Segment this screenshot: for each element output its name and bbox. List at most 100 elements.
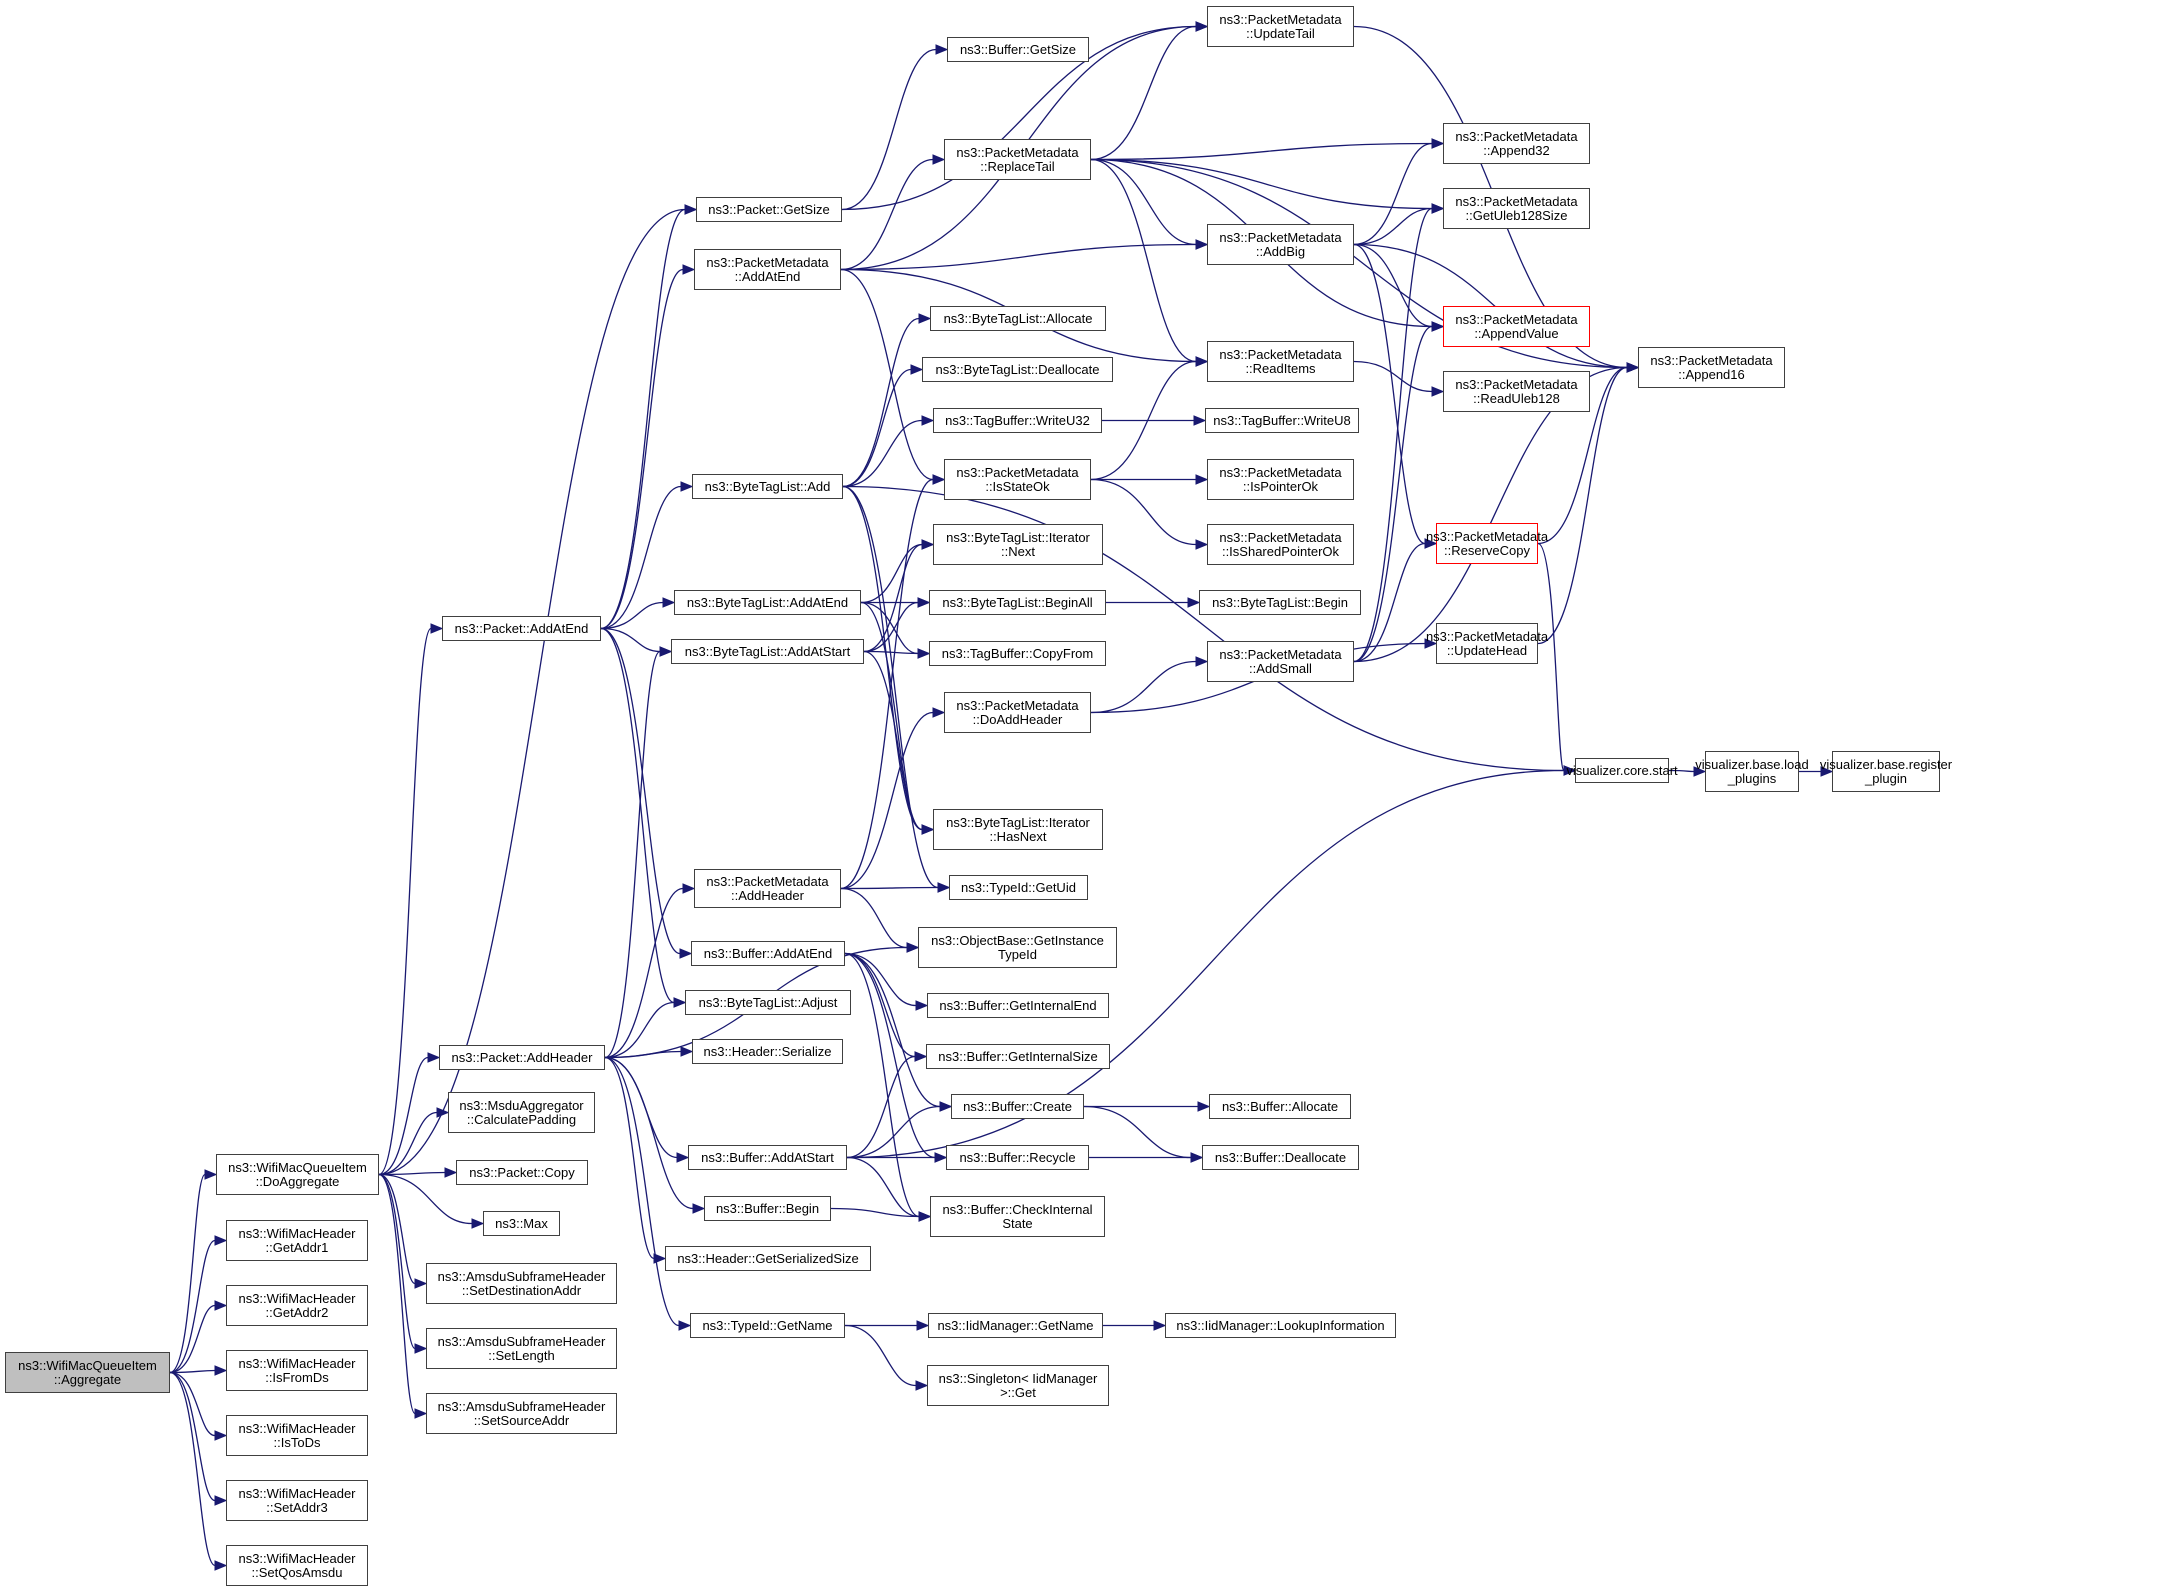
graph-node-btl-begin-all[interactable]: ns3::ByteTagList::BeginAll bbox=[929, 590, 1106, 615]
call-edge bbox=[860, 543, 923, 604]
graph-node-btl-adjust[interactable]: ns3::ByteTagList::Adjust bbox=[685, 990, 851, 1015]
arrowhead-icon bbox=[921, 539, 935, 550]
graph-node-pm-append-value[interactable]: ns3::PacketMetadata ::AppendValue bbox=[1443, 306, 1590, 347]
graph-node-ob-get-inst-tid[interactable]: ns3::ObjectBase::GetInstance TypeId bbox=[918, 927, 1117, 968]
arrowhead-icon bbox=[427, 1052, 441, 1063]
graph-node-set-qos-amsdu[interactable]: ns3::WifiMacHeader ::SetQosAmsdu bbox=[226, 1545, 368, 1586]
graph-node-buf-allocate[interactable]: ns3::Buffer::Allocate bbox=[1209, 1094, 1351, 1119]
graph-node-viz-start[interactable]: visualizer.core.start bbox=[1566, 758, 1678, 783]
graph-node-pm-update-tail[interactable]: ns3::PacketMetadata ::UpdateTail bbox=[1207, 6, 1354, 47]
arrowhead-icon bbox=[1626, 362, 1640, 373]
arrowhead-icon bbox=[214, 1430, 228, 1441]
graph-node-set-src[interactable]: ns3::AmsduSubframeHeader ::SetSourceAddr bbox=[426, 1393, 617, 1434]
graph-node-pm-add-header[interactable]: ns3::PacketMetadata ::AddHeader bbox=[694, 869, 841, 908]
call-edge bbox=[1353, 360, 1433, 393]
call-edge bbox=[1353, 243, 1433, 328]
graph-node-buf-begin[interactable]: ns3::Buffer::Begin bbox=[704, 1196, 831, 1221]
graph-node-set-addr3[interactable]: ns3::WifiMacHeader ::SetAddr3 bbox=[226, 1480, 368, 1521]
graph-node-btl-it-next[interactable]: ns3::ByteTagList::Iterator ::Next bbox=[933, 524, 1103, 565]
arrowhead-icon bbox=[916, 1320, 930, 1331]
graph-node-pm-is-shared-ptr-ok[interactable]: ns3::PacketMetadata ::IsSharedPointerOk bbox=[1207, 524, 1354, 565]
graph-node-tb-copy-from[interactable]: ns3::TagBuffer::CopyFrom bbox=[929, 641, 1106, 666]
graph-node-tb-write-u32[interactable]: ns3::TagBuffer::WriteU32 bbox=[933, 408, 1102, 433]
graph-node-pkt-add-header[interactable]: ns3::Packet::AddHeader bbox=[439, 1045, 605, 1070]
graph-node-pm-is-pointer-ok[interactable]: ns3::PacketMetadata ::IsPointerOk bbox=[1207, 459, 1354, 500]
graph-node-btl-add-at-start[interactable]: ns3::ByteTagList::AddAtStart bbox=[671, 639, 864, 664]
arrowhead-icon bbox=[214, 1365, 228, 1376]
call-edge bbox=[844, 952, 936, 1159]
graph-node-get-addr1[interactable]: ns3::WifiMacHeader ::GetAddr1 bbox=[226, 1220, 368, 1261]
call-edge bbox=[169, 1173, 206, 1374]
graph-node-buf-create[interactable]: ns3::Buffer::Create bbox=[951, 1094, 1084, 1119]
graph-node-pm-add-big[interactable]: ns3::PacketMetadata ::AddBig bbox=[1207, 224, 1354, 265]
graph-node-btl-add-at-end[interactable]: ns3::ByteTagList::AddAtEnd bbox=[674, 590, 861, 615]
graph-node-pm-read-items[interactable]: ns3::PacketMetadata ::ReadItems bbox=[1207, 341, 1354, 382]
arrowhead-icon bbox=[1693, 766, 1707, 777]
graph-node-set-dest[interactable]: ns3::AmsduSubframeHeader ::SetDestinatio… bbox=[426, 1263, 617, 1304]
graph-node-pm-do-add-header[interactable]: ns3::PacketMetadata ::DoAddHeader bbox=[944, 692, 1091, 733]
graph-node-pkt-add-at-end[interactable]: ns3::Packet::AddAtEnd bbox=[442, 616, 601, 641]
graph-node-tid-get-uid[interactable]: ns3::TypeId::GetUid bbox=[949, 875, 1088, 900]
arrowhead-icon bbox=[932, 154, 946, 165]
arrowhead-icon bbox=[678, 1320, 692, 1331]
graph-node-buf-get-size[interactable]: ns3::Buffer::GetSize bbox=[947, 37, 1089, 62]
graph-node-buf-check-int[interactable]: ns3::Buffer::CheckInternal State bbox=[930, 1196, 1105, 1237]
graph-node-tid-get-name[interactable]: ns3::TypeId::GetName bbox=[690, 1313, 845, 1338]
graph-node-pm-replace-tail[interactable]: ns3::PacketMetadata ::ReplaceTail bbox=[944, 139, 1091, 180]
graph-node-set-length[interactable]: ns3::AmsduSubframeHeader ::SetLength bbox=[426, 1328, 617, 1369]
arrowhead-icon bbox=[1197, 1101, 1211, 1112]
graph-node-pkt-get-size[interactable]: ns3::Packet::GetSize bbox=[696, 197, 842, 222]
graph-node-buf-recycle[interactable]: ns3::Buffer::Recycle bbox=[946, 1145, 1089, 1170]
graph-node-buf-deallocate[interactable]: ns3::Buffer::Deallocate bbox=[1202, 1145, 1359, 1170]
graph-node-get-addr2[interactable]: ns3::WifiMacHeader ::GetAddr2 bbox=[226, 1285, 368, 1326]
graph-node-singleton-get[interactable]: ns3::Singleton< IidManager >::Get bbox=[927, 1365, 1109, 1406]
arrowhead-icon bbox=[659, 646, 673, 657]
graph-node-do-aggregate[interactable]: ns3::WifiMacQueueItem ::DoAggregate bbox=[216, 1154, 379, 1195]
graph-node-is-to-ds[interactable]: ns3::WifiMacHeader ::IsToDs bbox=[226, 1415, 368, 1456]
arrowhead-icon bbox=[934, 1152, 948, 1163]
call-edge bbox=[840, 887, 908, 949]
graph-node-buf-add-at-start[interactable]: ns3::Buffer::AddAtStart bbox=[688, 1145, 847, 1170]
arrowhead-icon bbox=[932, 707, 946, 718]
arrowhead-icon bbox=[1820, 766, 1834, 777]
graph-node-btl-deallocate[interactable]: ns3::ByteTagList::Deallocate bbox=[922, 357, 1113, 382]
graph-node-calc-padding[interactable]: ns3::MsduAggregator ::CalculatePadding bbox=[448, 1092, 595, 1133]
call-edge bbox=[604, 887, 684, 1059]
graph-node-iid-get-name[interactable]: ns3::IidManager::GetName bbox=[928, 1313, 1103, 1338]
call-edge bbox=[842, 485, 939, 889]
graph-node-viz-load[interactable]: visualizer.base.load _plugins bbox=[1695, 751, 1809, 792]
graph-node-pm-append16[interactable]: ns3::PacketMetadata ::Append16 bbox=[1638, 347, 1785, 388]
graph-node-pm-reserve-copy[interactable]: ns3::PacketMetadata ::ReserveCopy bbox=[1426, 523, 1548, 564]
arrowhead-icon bbox=[1153, 1320, 1167, 1331]
graph-node-buf-get-int-end[interactable]: ns3::Buffer::GetInternalEnd bbox=[927, 993, 1109, 1018]
graph-node-pm-update-head[interactable]: ns3::PacketMetadata ::UpdateHead bbox=[1426, 623, 1548, 664]
graph-node-iid-lookup[interactable]: ns3::IidManager::LookupInformation bbox=[1165, 1313, 1396, 1338]
graph-node-is-from-ds[interactable]: ns3::WifiMacHeader ::IsFromDs bbox=[226, 1350, 368, 1391]
graph-node-btl-begin[interactable]: ns3::ByteTagList::Begin bbox=[1199, 590, 1361, 615]
graph-node-pm-add-at-end[interactable]: ns3::PacketMetadata ::AddAtEnd bbox=[694, 249, 841, 290]
graph-node-pm-is-state-ok[interactable]: ns3::PacketMetadata ::IsStateOk bbox=[944, 459, 1091, 500]
graph-node-viz-register[interactable]: visualizer.base.register _plugin bbox=[1820, 751, 1952, 792]
graph-node-hdr-get-ser-size[interactable]: ns3::Header::GetSerializedSize bbox=[665, 1246, 871, 1271]
arrowhead-icon bbox=[676, 1152, 690, 1163]
graph-node-aggregate[interactable]: ns3::WifiMacQueueItem ::Aggregate bbox=[5, 1352, 170, 1393]
graph-node-pm-get-uleb[interactable]: ns3::PacketMetadata ::GetUleb128Size bbox=[1443, 188, 1590, 229]
graph-node-max[interactable]: ns3::Max bbox=[483, 1211, 560, 1236]
graph-node-pkt-copy[interactable]: ns3::Packet::Copy bbox=[456, 1160, 588, 1185]
graph-node-pm-read-uleb[interactable]: ns3::PacketMetadata ::ReadUleb128 bbox=[1443, 371, 1590, 412]
arrowhead-icon bbox=[1195, 539, 1209, 550]
graph-node-buf-add-at-end[interactable]: ns3::Buffer::AddAtEnd bbox=[691, 941, 845, 966]
graph-node-buf-get-int-size[interactable]: ns3::Buffer::GetInternalSize bbox=[926, 1044, 1110, 1069]
arrowhead-icon bbox=[1193, 415, 1207, 426]
graph-node-pm-append32[interactable]: ns3::PacketMetadata ::Append32 bbox=[1443, 123, 1590, 164]
graph-node-pm-add-small[interactable]: ns3::PacketMetadata ::AddSmall bbox=[1207, 641, 1354, 682]
graph-node-btl-add[interactable]: ns3::ByteTagList::Add bbox=[692, 474, 843, 499]
graph-node-btl-it-has-next[interactable]: ns3::ByteTagList::Iterator ::HasNext bbox=[933, 809, 1103, 850]
arrowhead-icon bbox=[1190, 1152, 1204, 1163]
call-edge bbox=[860, 601, 923, 831]
graph-node-btl-allocate[interactable]: ns3::ByteTagList::Allocate bbox=[930, 306, 1106, 331]
graph-node-tb-write-u8[interactable]: ns3::TagBuffer::WriteU8 bbox=[1205, 408, 1359, 433]
call-edge bbox=[604, 1056, 678, 1159]
graph-node-hdr-serialize[interactable]: ns3::Header::Serialize bbox=[692, 1039, 843, 1064]
